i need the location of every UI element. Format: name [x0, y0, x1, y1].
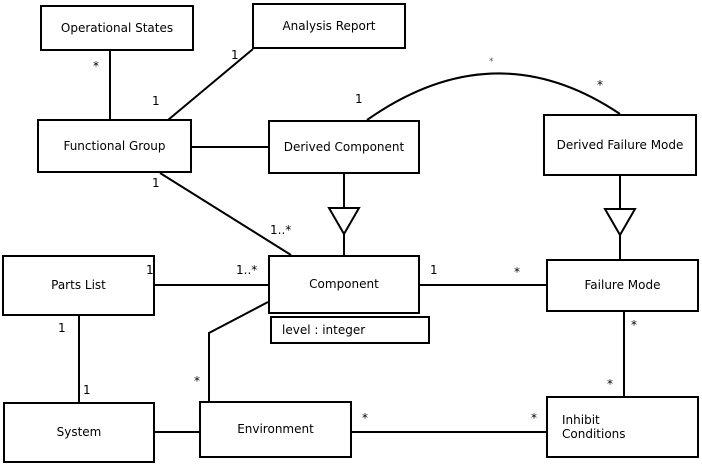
uml-class-derived-failure-mode[interactable]: Derived Failure Mode: [543, 114, 697, 176]
multiplicity-label: *: [514, 265, 520, 279]
uml-class-component[interactable]: Component: [268, 255, 420, 314]
multiplicity-label: *: [607, 377, 613, 391]
association-environment--component: [208, 301, 269, 401]
association-functional-group--component: [159, 172, 292, 256]
uml-class-derived-component[interactable]: Derived Component: [268, 120, 420, 174]
edge-line: [208, 301, 269, 401]
uml-class-failure-mode[interactable]: Failure Mode: [546, 259, 699, 312]
multiplicity-label: *: [93, 59, 99, 73]
uml-class-system[interactable]: System: [3, 402, 155, 463]
association-functional-group--analysis-report: [167, 48, 254, 121]
association-derived-failure-mode--failure-mode: [603, 176, 637, 259]
class-name-inhibit-conditions: Inhibit Conditions: [562, 412, 626, 441]
multiplicity-label: 1..*: [270, 223, 292, 237]
class-attributes-component: level : integer: [270, 316, 430, 344]
class-name-parts-list: Parts List: [51, 278, 106, 293]
association-derived-component--component: [327, 174, 361, 255]
multiplicity-label: 1: [146, 263, 154, 277]
edge-line: [159, 172, 292, 256]
multiplicity-label: 1: [430, 263, 438, 277]
multiplicity-label: *: [597, 78, 603, 92]
multiplicity-label: 1: [231, 48, 239, 62]
uml-class-inhibit-conditions[interactable]: Inhibit Conditions: [546, 396, 699, 458]
multiplicity-label: *: [631, 318, 637, 332]
multiplicity-label: 1: [152, 176, 160, 190]
class-name-functional-group: Functional Group: [63, 138, 166, 153]
class-name-derived-failure-mode: Derived Failure Mode: [556, 137, 684, 152]
class-name-component: Component: [309, 277, 379, 292]
class-name-system: System: [56, 425, 102, 440]
multiplicity-label: *: [194, 374, 200, 388]
class-name-environment: Environment: [237, 422, 314, 437]
multiplicity-label: 1: [152, 94, 160, 108]
multiplicity-label: 1: [58, 321, 66, 335]
uml-class-environment[interactable]: Environment: [199, 401, 352, 458]
multiplicity-label: 1: [355, 92, 363, 106]
generalization-triangle-icon: [603, 208, 637, 238]
class-name-analysis-report: Analysis Report: [282, 18, 376, 33]
edge-line: [167, 48, 254, 121]
multiplicity-label: *: [362, 411, 368, 425]
multiplicity-label: *: [531, 411, 537, 425]
class-name-derived-component: Derived Component: [283, 139, 405, 154]
multiplicity-label: 1: [83, 383, 91, 397]
multiplicity-label: *: [489, 57, 494, 67]
generalization-triangle-icon: [327, 207, 361, 237]
multiplicity-label: 1..*: [236, 263, 258, 277]
uml-class-parts-list[interactable]: Parts List: [2, 255, 155, 316]
uml-class-analysis-report[interactable]: Analysis Report: [252, 3, 406, 49]
class-name-operational-states: Operational States: [60, 20, 174, 35]
uml-class-operational-states[interactable]: Operational States: [40, 5, 194, 51]
uml-class-functional-group[interactable]: Functional Group: [37, 119, 192, 173]
class-name-failure-mode: Failure Mode: [584, 278, 661, 293]
